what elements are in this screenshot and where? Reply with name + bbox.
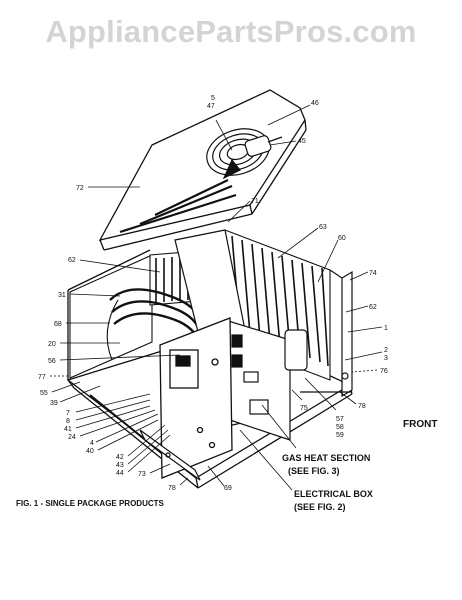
part-label-75: 75 (300, 405, 308, 412)
part-label-71: 71 (251, 198, 259, 205)
electrical-box-ref: (SEE FIG. 2) (294, 502, 346, 512)
corner-post (300, 270, 353, 398)
part-label-24: 24 (68, 434, 76, 441)
part-label-42: 42 (116, 454, 124, 461)
electrical-box-label: ELECTRICAL BOX (294, 489, 373, 499)
part-label-74: 74 (369, 270, 377, 277)
part-label-2: 2 (384, 347, 388, 354)
part-label-31: 31 (58, 292, 66, 299)
part-label-46: 46 (311, 100, 319, 107)
part-label-3: 3 (384, 355, 388, 362)
part-label-44: 44 (116, 470, 124, 477)
part-label-63: 63 (319, 224, 327, 231)
part-label-1: 1 (384, 325, 388, 332)
part-label-45: 45 (298, 138, 306, 145)
part-label-57: 57 (336, 416, 344, 423)
part-label-4: 4 (90, 440, 94, 447)
part-label-76: 76 (380, 368, 388, 375)
figure-caption: FIG. 1 - SINGLE PACKAGE PRODUCTS (16, 499, 165, 508)
part-number-labels: 5 47 46 45 72 71 63 60 74 62 62 31 68 1 … (38, 95, 388, 492)
part-label-41: 41 (64, 426, 72, 433)
fan-motor-assembly (206, 128, 283, 180)
part-label-62-left: 62 (68, 257, 76, 264)
part-label-78-bottom: 78 (168, 485, 176, 492)
part-label-73: 73 (138, 471, 146, 478)
part-label-56: 56 (48, 358, 56, 365)
part-label-59: 59 (336, 432, 344, 439)
top-cover-panel (98, 89, 307, 251)
part-label-55: 55 (40, 390, 48, 397)
part-label-47: 47 (207, 103, 215, 110)
watermark-text: AppliancePartsPros.com (45, 14, 417, 49)
left-side-panel (69, 254, 153, 379)
part-label-78-right: 78 (358, 403, 366, 410)
part-label-68: 68 (54, 321, 62, 328)
front-access-panel (159, 317, 233, 479)
part-label-58: 58 (336, 424, 344, 431)
part-label-39: 39 (50, 400, 58, 407)
part-label-77: 77 (38, 374, 46, 381)
part-label-20: 20 (48, 341, 56, 348)
gas-heat-section-label: GAS HEAT SECTION (282, 453, 370, 463)
base-rail (139, 429, 201, 481)
front-label: FRONT (403, 419, 437, 430)
part-label-8: 8 (66, 418, 70, 425)
part-label-40: 40 (86, 448, 94, 455)
part-label-7: 7 (66, 410, 70, 417)
leader-lines (50, 104, 383, 491)
part-label-43: 43 (116, 462, 124, 469)
gas-heat-section-ref: (SEE FIG. 3) (288, 466, 340, 476)
part-label-60: 60 (338, 235, 346, 242)
part-label-62-right: 62 (369, 304, 377, 311)
part-label-72: 72 (76, 185, 84, 192)
callouts: FRONT GAS HEAT SECTION (SEE FIG. 3) ELEC… (16, 419, 437, 512)
part-label-69: 69 (224, 485, 232, 492)
part-label-5: 5 (211, 95, 215, 102)
